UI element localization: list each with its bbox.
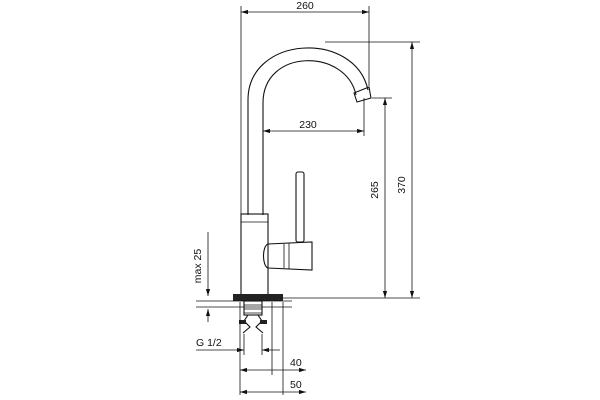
dim-base-inner: 40 bbox=[239, 302, 306, 395]
lever-handle bbox=[295, 171, 305, 243]
spout-inner-wall bbox=[262, 60, 357, 215]
base-flange bbox=[233, 294, 283, 301]
supply-hose-left bbox=[242, 314, 251, 334]
dim-spout-height: 265 bbox=[369, 97, 392, 298]
hose-fitting-right bbox=[260, 320, 267, 324]
supply-hose-right bbox=[255, 314, 264, 334]
spout-aerator bbox=[353, 86, 372, 103]
dim-overall-height: 370 bbox=[325, 41, 420, 298]
dim-label-overall-reach: 260 bbox=[296, 0, 314, 12]
dim-label-spout-height: 265 bbox=[369, 181, 381, 199]
dim-max-deck-thickness: max 25 bbox=[192, 232, 211, 322]
dim-label-connection-thread: G 1/2 bbox=[196, 337, 222, 349]
dim-label-spout-reach: 230 bbox=[299, 119, 317, 131]
hose-fitting-left bbox=[239, 320, 246, 324]
dim-connection-thread: G 1/2 bbox=[196, 334, 280, 355]
dim-label-overall-height: 370 bbox=[396, 176, 408, 194]
cartridge-housing bbox=[262, 241, 313, 271]
dim-label-base-outer: 50 bbox=[290, 379, 302, 391]
faucet-outline bbox=[196, 47, 372, 334]
dim-overall-reach: 260 bbox=[240, 0, 370, 214]
spout-outer-wall bbox=[247, 47, 369, 215]
dim-base-outer: 50 bbox=[240, 302, 306, 395]
dim-label-base-inner: 40 bbox=[290, 357, 302, 369]
dim-spout-reach: 230 bbox=[263, 98, 365, 136]
dim-label-max-deck-thickness: max 25 bbox=[192, 249, 204, 284]
threaded-shank bbox=[243, 300, 263, 316]
